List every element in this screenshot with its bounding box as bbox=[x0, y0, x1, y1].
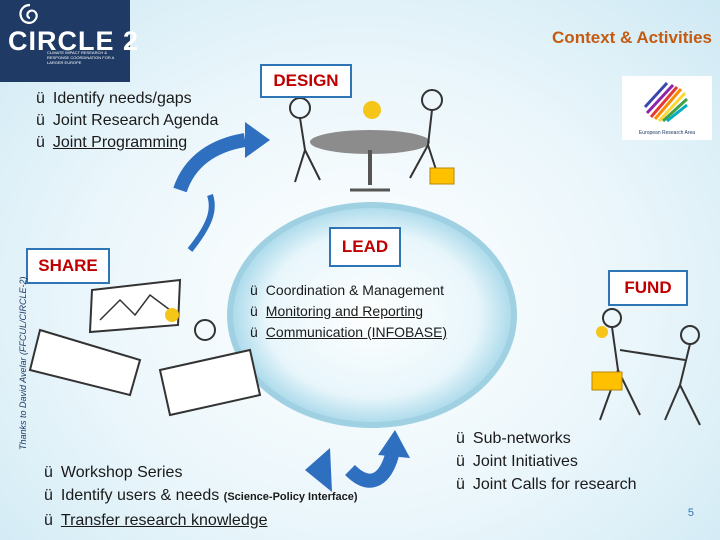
central-circle bbox=[227, 202, 517, 428]
side-credit-note: Thanks to David Avelar (FFCUL/CIRCLE-2) bbox=[18, 276, 28, 450]
arrow-bottom-left-head bbox=[305, 448, 332, 492]
era-colorful-logo-icon bbox=[643, 81, 689, 123]
arrow-top-left-head bbox=[245, 122, 270, 158]
page-title: Context & Activities bbox=[552, 28, 712, 47]
arrow-bottom bbox=[345, 452, 399, 488]
brand-subtitle: CLIMATE IMPACT RESEARCH & RESPONSE COORD… bbox=[47, 50, 115, 65]
design-label: DESIGN bbox=[260, 64, 352, 98]
arrow-bottom-head bbox=[378, 430, 410, 458]
fund-label: FUND bbox=[608, 270, 688, 306]
arrow-top-left bbox=[173, 133, 247, 193]
lead-label: LEAD bbox=[329, 227, 401, 267]
meeting-table bbox=[310, 130, 430, 154]
brand-logo: CIRCLE 2 bbox=[8, 26, 140, 56]
era-logo: European Research Area bbox=[622, 76, 712, 140]
desk bbox=[28, 328, 142, 397]
share-label: SHARE bbox=[26, 248, 110, 284]
page-number: 5 bbox=[687, 507, 694, 519]
person-head bbox=[289, 97, 311, 119]
era-logo-label: European Research Area bbox=[638, 130, 696, 136]
board bbox=[88, 278, 182, 334]
brand-logo-background bbox=[0, 0, 130, 82]
swirl-logo-icon bbox=[19, 3, 38, 24]
